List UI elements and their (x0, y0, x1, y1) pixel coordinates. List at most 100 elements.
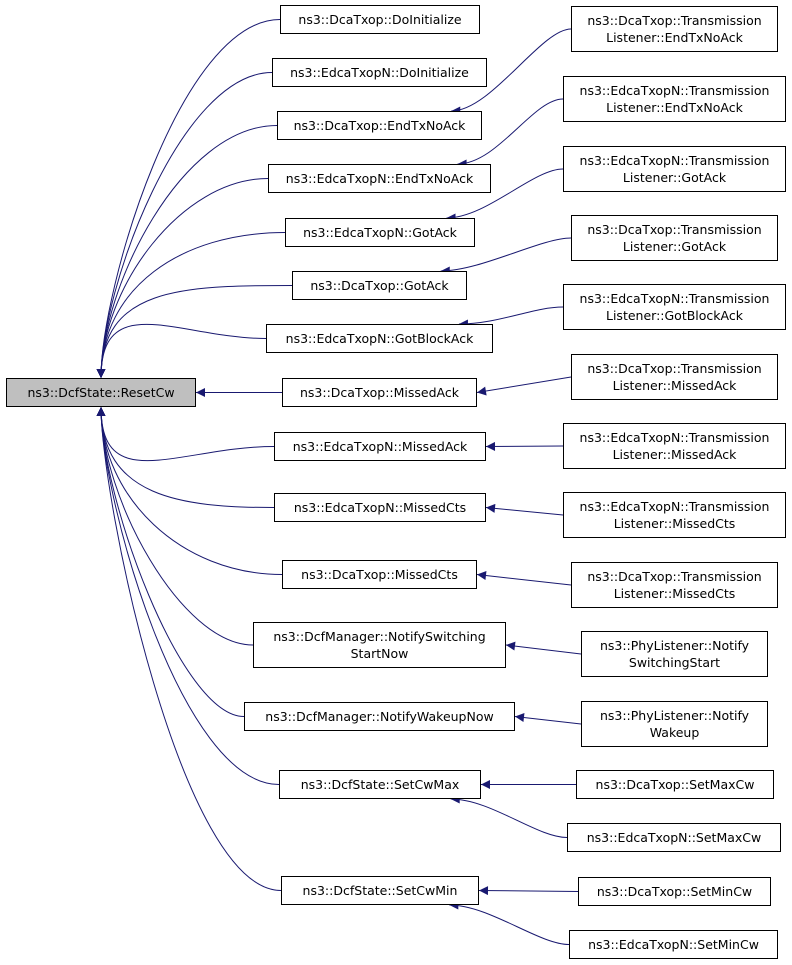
edge-tl_dca_missedack-to-dca_missedack (476, 376, 572, 396)
node-label-line-2: Listener::EndTxNoAck (606, 30, 743, 45)
edge-tl_edca_gotblockack-to-edca_gotblockack (458, 306, 564, 329)
node-dcatxop-gotack[interactable]: ns3::DcaTxop::GotAck (292, 271, 467, 300)
edge-tl_dca_missedcts-to-dca_missedcts (476, 571, 572, 586)
node-edcatxopn-gotblockack[interactable]: ns3::EdcaTxopN::GotBlockAck (266, 324, 493, 353)
edge-edca_doinit-to-root (96, 72, 273, 379)
node-label-line-1: ns3::EdcaTxopN::Transmission (579, 499, 770, 514)
edge-edca_missedack-to-root (96, 406, 275, 462)
node-edcatxopn-transmissionlistener-missedack[interactable]: ns3::EdcaTxopN::Transmission Listener::M… (563, 423, 786, 469)
node-dcatxop-setmincw[interactable]: ns3::DcaTxop::SetMinCw (578, 877, 771, 906)
edge-dcfmgr_switching-to-root (96, 406, 254, 646)
edge-edca_gotblockack-to-root (96, 323, 267, 379)
node-dcatxop-endtxnoack[interactable]: ns3::DcaTxop::EndTxNoAck (277, 111, 482, 140)
node-dcfstate-setcwmin[interactable]: ns3::DcfState::SetCwMin (281, 876, 479, 905)
edge-setcwmax-to-root (96, 406, 280, 785)
node-edcatxopn-transmissionlistener-gotblockack[interactable]: ns3::EdcaTxopN::Transmission Listener::G… (563, 284, 786, 330)
edge-dca_setmincw-to-setcwmin (478, 886, 579, 896)
node-edcatxopn-transmissionlistener-gotack[interactable]: ns3::EdcaTxopN::Transmission Listener::G… (563, 146, 786, 192)
node-label-line-2: StartNow (350, 646, 409, 661)
edge-edca_setmaxcw-to-setcwmax (450, 794, 568, 838)
node-label: ns3::DcaTxop::SetMinCw (596, 884, 753, 899)
edge-tl_edca_missedcts-to-edca_missedcts (485, 503, 564, 516)
node-label-line-1: ns3::DcaTxop::Transmission (587, 13, 762, 28)
node-label-line-1: ns3::DcaTxop::Transmission (587, 569, 762, 584)
node-label: ns3::EdcaTxopN::EndTxNoAck (285, 171, 474, 186)
node-edcatxopn-setmaxcw[interactable]: ns3::EdcaTxopN::SetMaxCw (567, 823, 781, 852)
node-label-line-2: Listener::GotBlockAck (606, 308, 743, 323)
node-label: ns3::DcaTxop::SetMaxCw (595, 777, 755, 792)
node-label: ns3::EdcaTxopN::GotBlockAck (285, 331, 474, 346)
edge-dca_doinit-to-root (96, 19, 281, 379)
node-dcatxop-transmissionlistener-endtxnoack[interactable]: ns3::DcaTxop::Transmission Listener::End… (571, 6, 778, 52)
node-label-line-1: ns3::DcaTxop::Transmission (587, 361, 762, 376)
edge-dca_gotack-to-root (96, 285, 293, 379)
node-label-line-2: Listener::MissedCts (613, 516, 736, 531)
node-label: ns3::DcaTxop::EndTxNoAck (293, 118, 466, 133)
node-label: ns3::EdcaTxopN::MissedAck (292, 439, 468, 454)
node-edcatxopn-gotack[interactable]: ns3::EdcaTxopN::GotAck (285, 218, 475, 247)
node-phylistener-notifyswitchingstart[interactable]: ns3::PhyListener::Notify SwitchingStart (581, 631, 768, 677)
edge-tl_edca_missedack-to-edca_missedack (485, 441, 564, 451)
node-label: ns3::EdcaTxopN::GotAck (303, 225, 457, 240)
node-phylistener-notifywakeup[interactable]: ns3::PhyListener::Notify Wakeup (581, 701, 768, 747)
edge-edca_endtx-to-root (96, 178, 269, 379)
node-label-line-1: ns3::DcaTxop::Transmission (587, 222, 762, 237)
node-dcatxop-missedcts[interactable]: ns3::DcaTxop::MissedCts (282, 560, 477, 589)
node-label-line-2: Listener::GotAck (622, 170, 727, 185)
node-label: ns3::DcaTxop::MissedCts (301, 567, 458, 582)
edge-tl_dca_gotack-to-dca_gotack (440, 237, 572, 276)
edge-edca_setmincw-to-setcwmin (449, 900, 570, 945)
node-dcatxop-transmissionlistener-missedack[interactable]: ns3::DcaTxop::Transmission Listener::Mis… (571, 354, 778, 400)
edge-dcfmgr_wakeup-to-root (96, 406, 245, 717)
node-label: ns3::EdcaTxopN::SetMinCw (588, 937, 759, 952)
node-label-line-2: Listener::MissedCts (613, 586, 736, 601)
node-label: ns3::DcaTxop::GotAck (310, 278, 449, 293)
edge-edca_gotack-to-root (96, 232, 286, 379)
node-edcatxopn-doinitialize[interactable]: ns3::EdcaTxopN::DoInitialize (272, 58, 487, 87)
node-dcatxop-transmissionlistener-gotack[interactable]: ns3::DcaTxop::Transmission Listener::Got… (571, 215, 778, 261)
edge-phy_wakeup-to-dcfmgr_wakeup (514, 713, 582, 725)
node-label-line-2: Listener::MissedAck (612, 447, 737, 462)
node-label: ns3::DcfState::ResetCw (27, 385, 175, 400)
node-label: ns3::DcfState::SetCwMax (300, 777, 460, 792)
node-label-line-1: ns3::EdcaTxopN::Transmission (579, 153, 770, 168)
node-label-line-1: ns3::DcfManager::NotifySwitching (273, 629, 486, 644)
node-label-line-2: Wakeup (649, 725, 700, 740)
node-edcatxopn-setmincw[interactable]: ns3::EdcaTxopN::SetMinCw (569, 930, 778, 959)
node-dcfmanager-notifywakeupnow[interactable]: ns3::DcfManager::NotifyWakeupNow (244, 702, 515, 731)
edge-dca_missedcts-to-root (96, 406, 283, 575)
node-label: ns3::DcaTxop::MissedAck (300, 385, 459, 400)
node-dcatxop-missedack[interactable]: ns3::DcaTxop::MissedAck (282, 378, 477, 407)
node-dcatxop-transmissionlistener-missedcts[interactable]: ns3::DcaTxop::Transmission Listener::Mis… (571, 562, 778, 608)
node-label: ns3::EdcaTxopN::SetMaxCw (586, 830, 762, 845)
node-label: ns3::DcfState::SetCwMin (302, 883, 458, 898)
edge-tl_edca_endtx-to-edca_endtx (457, 98, 564, 169)
edge-tl_edca_gotack-to-edca_gotack (446, 168, 564, 223)
node-label-line-2: Listener::MissedAck (612, 378, 737, 393)
node-label: ns3::DcfManager::NotifyWakeupNow (265, 709, 494, 724)
node-dcatxop-doinitialize[interactable]: ns3::DcaTxop::DoInitialize (280, 5, 480, 34)
node-label-line-1: ns3::EdcaTxopN::Transmission (579, 291, 770, 306)
node-edcatxopn-missedcts[interactable]: ns3::EdcaTxopN::MissedCts (274, 493, 486, 522)
edge-edca_missedcts-to-root (96, 406, 275, 508)
node-edcatxopn-transmissionlistener-endtxnoack[interactable]: ns3::EdcaTxopN::Transmission Listener::E… (563, 76, 786, 122)
node-label-line-1: ns3::EdcaTxopN::Transmission (579, 83, 770, 98)
node-dcatxop-setmaxcw[interactable]: ns3::DcaTxop::SetMaxCw (576, 770, 774, 799)
node-dcfmanager-notifyswitchingstartnow[interactable]: ns3::DcfManager::NotifySwitching StartNo… (253, 622, 506, 668)
node-label-line-1: ns3::PhyListener::Notify (599, 638, 750, 653)
node-label-line-2: Listener::EndTxNoAck (606, 100, 743, 115)
node-label-line-1: ns3::EdcaTxopN::Transmission (579, 430, 770, 445)
node-edcatxopn-transmissionlistener-missedcts[interactable]: ns3::EdcaTxopN::Transmission Listener::M… (563, 492, 786, 538)
node-dcfstate-setcwmax[interactable]: ns3::DcfState::SetCwMax (279, 770, 481, 799)
edge-setcwmin-to-root (96, 406, 282, 891)
node-edcatxopn-endtxnoack[interactable]: ns3::EdcaTxopN::EndTxNoAck (268, 164, 491, 193)
node-dcfstate-resetcw: ns3::DcfState::ResetCw (6, 378, 196, 407)
node-label: ns3::EdcaTxopN::MissedCts (293, 500, 467, 515)
node-label-line-2: Listener::GotAck (622, 239, 727, 254)
node-label-line-2: SwitchingStart (628, 655, 721, 670)
edge-phy_switching-to-dcfmgr_switching (505, 641, 582, 655)
edge-tl_dca_endtx-to-dca_endtx (451, 28, 572, 116)
node-edcatxopn-missedack[interactable]: ns3::EdcaTxopN::MissedAck (274, 432, 486, 461)
